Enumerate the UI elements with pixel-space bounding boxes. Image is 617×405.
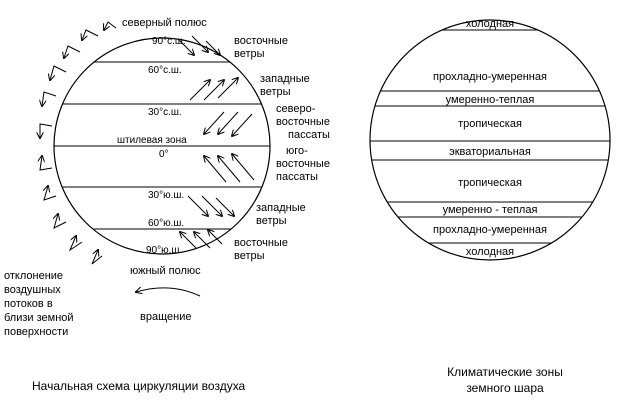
circulation-diagram: 90°с.ш. 60°с.ш. 30°с.ш. штилевая зона 0°… [4, 17, 330, 393]
label-calm-zone: штилевая зона [117, 135, 187, 146]
label-east-winds-n-2: ветры [234, 48, 265, 60]
label-west-winds-n-1: западные [260, 73, 310, 85]
climate-zones-diagram: холодная прохладно-умеренная умеренно-те… [369, 18, 611, 395]
label-90n: 90°с.ш. [152, 36, 186, 47]
label-30n: 30°с.ш. [148, 107, 182, 118]
wind-arrows [177, 35, 255, 249]
label-east-winds-s-2: ветры [234, 250, 265, 262]
label-30s: 30°ю.ш. [148, 190, 184, 201]
label-west-winds-n-2: ветры [260, 86, 291, 98]
label-west-winds-s-1: западные [256, 202, 306, 214]
label-se-trades-1: юго- [286, 145, 308, 157]
zone-tropical-south: тропическая [458, 177, 522, 189]
label-north-pole: северный полюс [122, 17, 207, 29]
zone-cool-temperate-north: прохладно-умеренная [433, 71, 547, 83]
label-60n: 60°с.ш. [148, 65, 182, 76]
zone-cool-temperate-south: прохладно-умеренная [433, 224, 547, 236]
caption-right-1: Климатические зоны [447, 365, 563, 379]
zone-warm-temperate-south: умеренно - теплая [443, 204, 538, 216]
zone-warm-temperate-north: умеренно-теплая [446, 94, 535, 106]
label-se-trades-3: пассаты [276, 171, 318, 183]
label-deviation-2: воздушных [4, 284, 61, 296]
deflection-arrows [40, 21, 117, 265]
label-rotation: вращение [140, 311, 191, 323]
caption-right-2: земного шара [466, 381, 544, 395]
zone-equatorial: экваториальная [449, 146, 531, 158]
label-deviation-4: близи земной [4, 312, 74, 324]
label-deviation-1: отклонение [4, 270, 63, 282]
label-east-winds-s-1: восточные [234, 237, 288, 249]
label-60s: 60°ю.ш. [148, 218, 184, 229]
label-south-pole: южный полюс [130, 265, 201, 277]
label-ne-trades-2: восточные [276, 116, 330, 128]
caption-left: Начальная схема циркуляции воздуха [32, 379, 246, 393]
label-ne-trades-3: пассаты [288, 129, 330, 141]
label-east-winds-n-1: восточные [234, 35, 288, 47]
label-se-trades-2: восточные [276, 158, 330, 170]
earth-circle-right [369, 19, 611, 261]
label-90s: 90°ю.ш. [146, 245, 182, 256]
label-west-winds-s-2: ветры [256, 215, 287, 227]
rotation-arrow [136, 288, 201, 297]
label-ne-trades-1: северо- [276, 103, 316, 115]
label-equator: 0° [159, 149, 169, 160]
zone-cold-south: холодная [466, 246, 514, 258]
zone-tropical-north: тропическая [458, 118, 522, 130]
label-deviation-5: поверхности [4, 326, 68, 338]
label-deviation-3: потоков в [4, 298, 53, 310]
zone-cold-north: холодная [466, 18, 514, 30]
